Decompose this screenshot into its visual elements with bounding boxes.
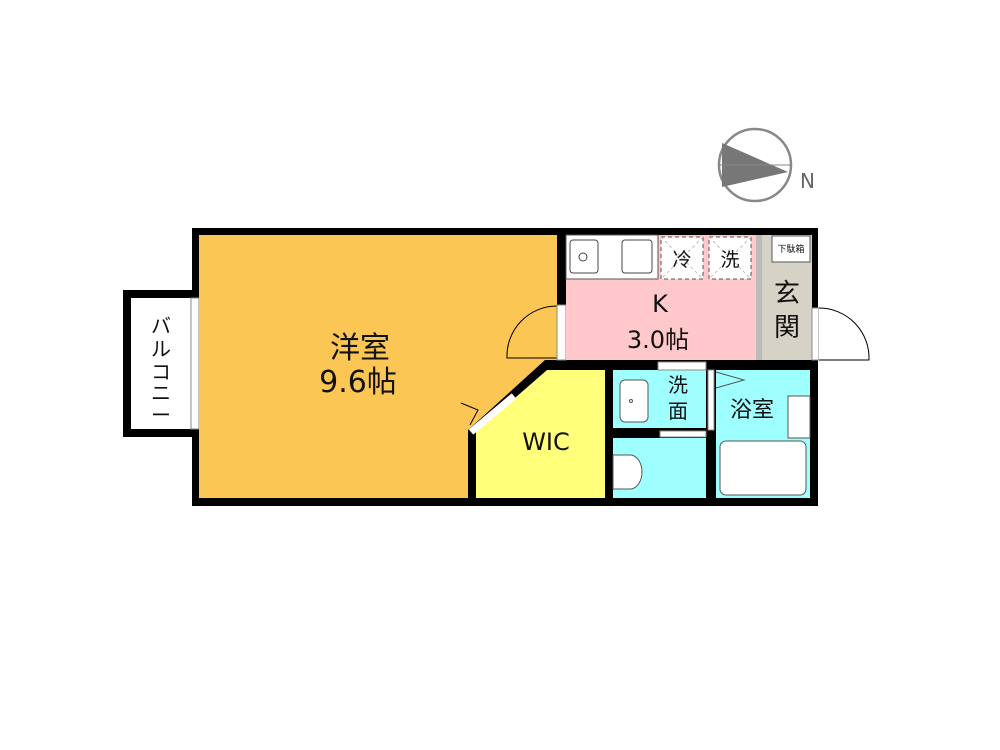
entrance-name-top: 玄 bbox=[774, 279, 800, 309]
bath-shelf bbox=[787, 395, 811, 439]
balcony-window bbox=[190, 297, 200, 430]
bath-door-arrow-icon bbox=[715, 371, 746, 389]
entrance-name-bottom: 関 bbox=[774, 313, 800, 343]
stove-icon bbox=[621, 239, 653, 274]
wic-door[interactable] bbox=[468, 393, 517, 435]
wic-name: WIC bbox=[522, 428, 570, 456]
balcony-char: ニ bbox=[151, 381, 171, 405]
toilet-icon bbox=[612, 454, 643, 490]
sink-icon bbox=[569, 239, 599, 274]
bathtub-icon bbox=[719, 440, 807, 496]
kitchen-size: 3.0帖 bbox=[627, 326, 689, 354]
bath-door[interactable] bbox=[707, 369, 715, 431]
washroom-door[interactable] bbox=[657, 361, 707, 371]
shoe-box bbox=[771, 235, 811, 263]
washroom-name-bottom: 面 bbox=[668, 399, 688, 423]
entrance-step bbox=[756, 235, 762, 360]
fridge-label: 冷 bbox=[672, 249, 691, 271]
washbasin-icon bbox=[619, 379, 649, 423]
balcony-char: ル bbox=[151, 337, 171, 361]
shoe-box-label: 下駄箱 bbox=[777, 243, 804, 255]
wic-door-arrow-icon bbox=[460, 402, 479, 426]
toilet-door[interactable] bbox=[659, 430, 707, 438]
balcony-label: バ ル コ ニ ー bbox=[151, 314, 171, 427]
kitchen-door[interactable] bbox=[556, 304, 567, 361]
balcony bbox=[131, 298, 191, 429]
washer-label: 洗 bbox=[720, 249, 739, 271]
compass-north-label: N bbox=[800, 169, 815, 193]
balcony-char: バ bbox=[151, 314, 171, 338]
western-room bbox=[199, 235, 557, 498]
front-door-arc-icon bbox=[818, 307, 870, 361]
bath-name: 浴室 bbox=[730, 398, 774, 423]
wic bbox=[476, 370, 605, 498]
door-arc-icon bbox=[506, 305, 558, 359]
washroom-name-top: 洗 bbox=[668, 373, 688, 397]
western-room-name: 洋室 bbox=[330, 331, 390, 366]
front-door[interactable] bbox=[811, 307, 820, 361]
fridge-space: 冷 bbox=[660, 236, 704, 280]
balcony-char: コ bbox=[151, 360, 171, 384]
kitchen-name: K bbox=[652, 290, 669, 318]
compass: N bbox=[717, 127, 815, 203]
drain-icon bbox=[578, 252, 588, 262]
washer-space: 洗 bbox=[708, 236, 752, 280]
balcony-char: ー bbox=[151, 403, 171, 427]
western-room-size: 9.6帖 bbox=[319, 365, 397, 400]
basin-drain-icon bbox=[629, 399, 633, 403]
